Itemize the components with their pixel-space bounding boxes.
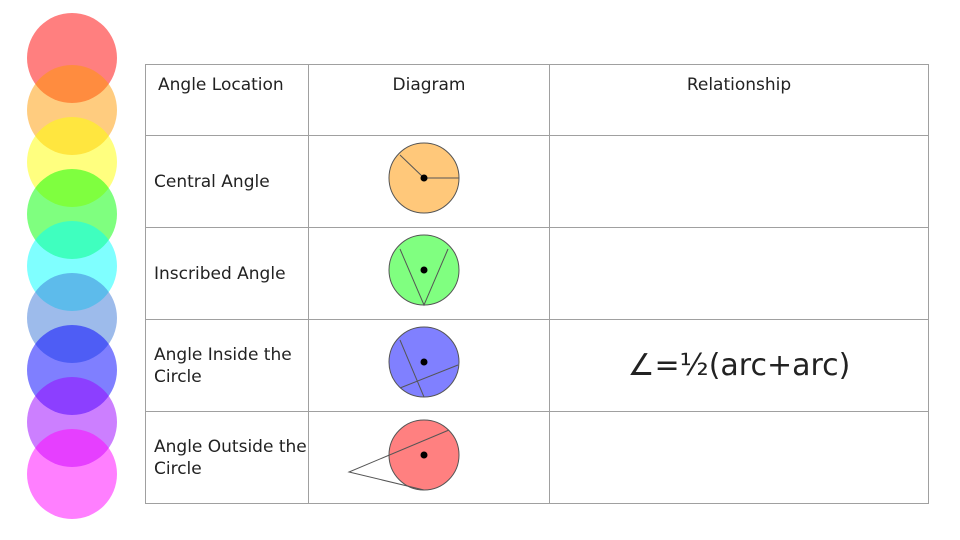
table-row: Inscribed Angle	[145, 227, 929, 320]
row-label: Central Angle	[145, 135, 309, 228]
angle-table: Angle Location Diagram Relationship Cent…	[145, 64, 929, 504]
decorative-circle	[27, 429, 117, 519]
relationship-cell	[549, 135, 929, 228]
row-label: Angle Outside the Circle	[145, 411, 309, 504]
header-diagram: Diagram	[308, 64, 550, 136]
relationship-formula: ∠=½(arc+arc)	[549, 319, 929, 412]
header-relationship: Relationship	[549, 64, 929, 136]
row-label: Inscribed Angle	[145, 227, 309, 320]
header-angle-location: Angle Location	[145, 64, 309, 136]
table-row: Angle Outside the Circle	[145, 411, 929, 504]
table-row: Central Angle	[145, 135, 929, 228]
relationship-cell	[549, 411, 929, 504]
outside-angle-diagram	[308, 411, 550, 504]
relationship-cell	[549, 227, 929, 320]
header-row: Angle Location Diagram Relationship	[145, 64, 929, 136]
row-label: Angle Inside the Circle	[145, 319, 309, 412]
central-angle-diagram	[308, 135, 550, 228]
inscribed-angle-diagram	[308, 227, 550, 320]
inside-angle-diagram	[308, 319, 550, 412]
table-row: Angle Inside the Circle ∠=½(arc+arc)	[145, 319, 929, 412]
